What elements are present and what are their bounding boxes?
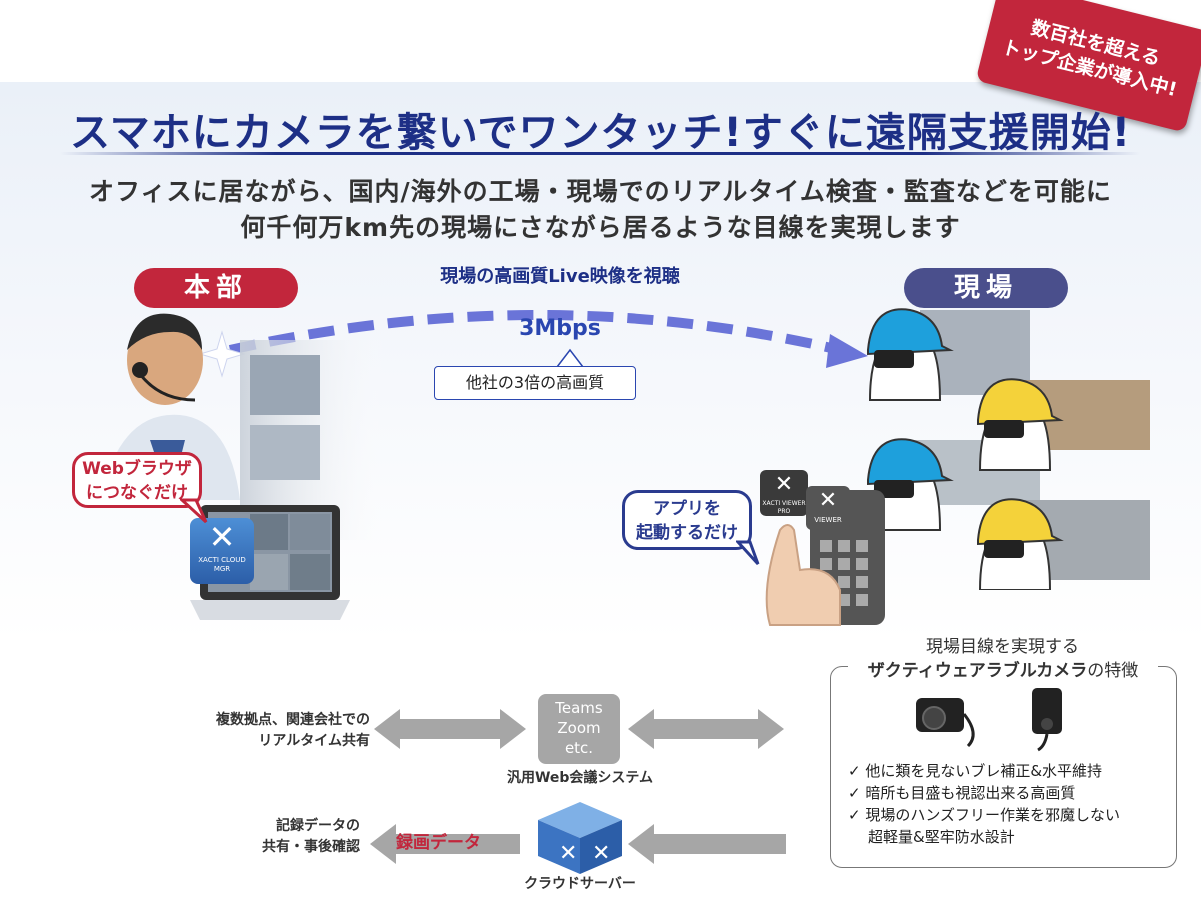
record-arrow-head xyxy=(370,824,396,864)
stream-arc xyxy=(200,310,868,378)
cloud-server-cube: ✕ ✕ xyxy=(538,802,622,874)
web-conference-box: Teams Zoom etc. xyxy=(538,694,620,764)
record-arrow-bar xyxy=(394,834,520,854)
viewer-app-icon: ✕ VIEWER xyxy=(806,486,850,530)
record-text: 記録データの 共有・事後確認 xyxy=(210,816,360,858)
cloud-mgr-app-label: XACTI CLOUD MGR xyxy=(198,556,246,573)
app-bubble-tail xyxy=(736,540,760,566)
features-heading2-rest: の特徴 xyxy=(1087,661,1139,681)
feature-item: ✓ 暗所も目盛も視認出来る高画質 xyxy=(848,782,1168,804)
features-list: ✓ 他に類を見ないブレ補正&水平維持 ✓ 暗所も目盛も視認出来る高画質 ✓ 現場… xyxy=(848,760,1168,848)
laptop-illustration xyxy=(190,505,350,620)
hq-label: 本部 xyxy=(134,268,298,308)
app-bubble-line2: 起動するだけ xyxy=(636,523,738,543)
app-bubble-line1: アプリを xyxy=(653,499,721,519)
title-underline xyxy=(60,152,1140,155)
browser-bubble-line1: Webブラウザ xyxy=(82,459,192,479)
viewer-pro-app-label: XACTI VIEWER PRO xyxy=(762,500,806,515)
cloud-server-caption: クラウドサーバー xyxy=(524,876,636,892)
callout-pointer xyxy=(555,348,585,368)
check-icon: ✓ xyxy=(848,784,861,802)
record-line2: 共有・事後確認 xyxy=(262,839,360,855)
web-conf-line2: Zoom xyxy=(557,719,601,737)
app-bubble: アプリを 起動するだけ xyxy=(622,490,752,550)
arrow2-bar xyxy=(652,719,760,739)
arrow-right-head xyxy=(500,709,526,749)
server-arrow-head xyxy=(628,824,654,864)
feature-text: 他に類を見ないブレ補正&水平維持 xyxy=(865,762,1103,780)
svg-text:✕: ✕ xyxy=(559,841,577,866)
viewer-app-label: VIEWER xyxy=(814,516,842,524)
web-conf-line3: etc. xyxy=(564,739,594,757)
subtitle-line1: オフィスに居ながら、国内/海外の工場・現場でのリアルタイム検査・監査などを可能に xyxy=(89,177,1112,206)
bitrate-label: 3Mbps xyxy=(519,316,601,341)
check-icon: ✓ xyxy=(848,762,861,780)
web-conf-line1: Teams xyxy=(555,699,603,717)
browser-bubble-line2: につなぐだけ xyxy=(86,483,188,503)
realtime-share-text: 複数拠点、関連会社での リアルタイム共有 xyxy=(160,710,370,752)
feature-item-continued: 超軽量&堅牢防水設計 xyxy=(868,828,1015,846)
features-heading2-bold: ザクティウェアラブルカメラ xyxy=(867,661,1088,681)
wearable-cameras-illustration xyxy=(916,688,1062,752)
server-arrow-bar xyxy=(652,834,786,854)
arrow-left-head xyxy=(374,709,400,749)
arrow-left-bar xyxy=(398,719,502,739)
cloud-mgr-app-icon: ✕ XACTI CLOUD MGR xyxy=(190,518,254,584)
web-conf-caption: 汎用Web会議システム xyxy=(506,770,654,786)
record-line1: 記録データの xyxy=(276,818,360,834)
features-heading2: ザクティウェアラブルカメラの特徴 xyxy=(848,656,1158,681)
site-workers-illustration xyxy=(867,308,1150,590)
page-title: スマホにカメラを繋いでワンタッチ!すぐに遠隔支援開始! xyxy=(69,110,1132,156)
features-heading1: 現場目線を実現する xyxy=(926,637,1079,657)
check-icon: ✓ xyxy=(848,806,861,824)
features-box xyxy=(830,666,1177,868)
realtime-line1: 複数拠点、関連会社での xyxy=(216,712,370,728)
subtitle-line2: 何千何万km先の現場にさながら居るような目線を実現します xyxy=(240,213,961,242)
feature-item: ✓ 現場のハンズフリー作業を邪魔しない xyxy=(848,804,1168,826)
svg-text:✕: ✕ xyxy=(592,841,610,866)
record-data-label: 録画データ xyxy=(396,833,481,853)
stream-label: 現場の高画質Live映像を視聴 xyxy=(440,266,680,287)
arrow2-right-head xyxy=(758,709,784,749)
realtime-line2: リアルタイム共有 xyxy=(258,733,370,749)
feature-text: 暗所も目盛も視認出来る高画質 xyxy=(865,784,1076,802)
site-label: 現場 xyxy=(904,268,1068,308)
feature-text: 現場のハンズフリー作業を邪魔しない xyxy=(865,806,1121,824)
feature-item: ✓ 他に類を見ないブレ補正&水平維持 xyxy=(848,760,1168,782)
quality-callout: 他社の3倍の高画質 xyxy=(434,366,636,400)
viewer-pro-app-icon: ✕ XACTI VIEWER PRO xyxy=(760,470,808,516)
arrow2-left-head xyxy=(628,709,654,749)
browser-bubble-tail xyxy=(180,498,208,524)
